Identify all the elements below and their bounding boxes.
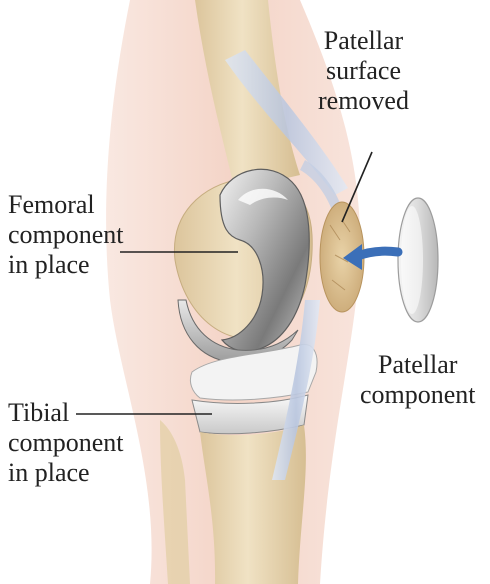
insertion-arrow xyxy=(358,251,398,256)
label-tibial-component: Tibial component in place xyxy=(8,398,124,488)
label-patellar-component: Patellar component xyxy=(360,350,476,410)
label-line: Patellar xyxy=(318,26,409,56)
label-line: removed xyxy=(318,86,409,116)
label-line: surface xyxy=(318,56,409,86)
label-line: Patellar xyxy=(360,350,476,380)
label-femoral-component: Femoral component in place xyxy=(8,190,124,280)
patellar-component-face xyxy=(401,206,423,314)
label-line: component xyxy=(8,428,124,458)
label-line: component xyxy=(8,220,124,250)
label-line: Femoral xyxy=(8,190,124,220)
label-line: in place xyxy=(8,458,124,488)
label-line: component xyxy=(360,380,476,410)
label-patellar-surface-removed: Patellar surface removed xyxy=(318,26,409,116)
label-line: Tibial xyxy=(8,398,124,428)
label-line: in place xyxy=(8,250,124,280)
